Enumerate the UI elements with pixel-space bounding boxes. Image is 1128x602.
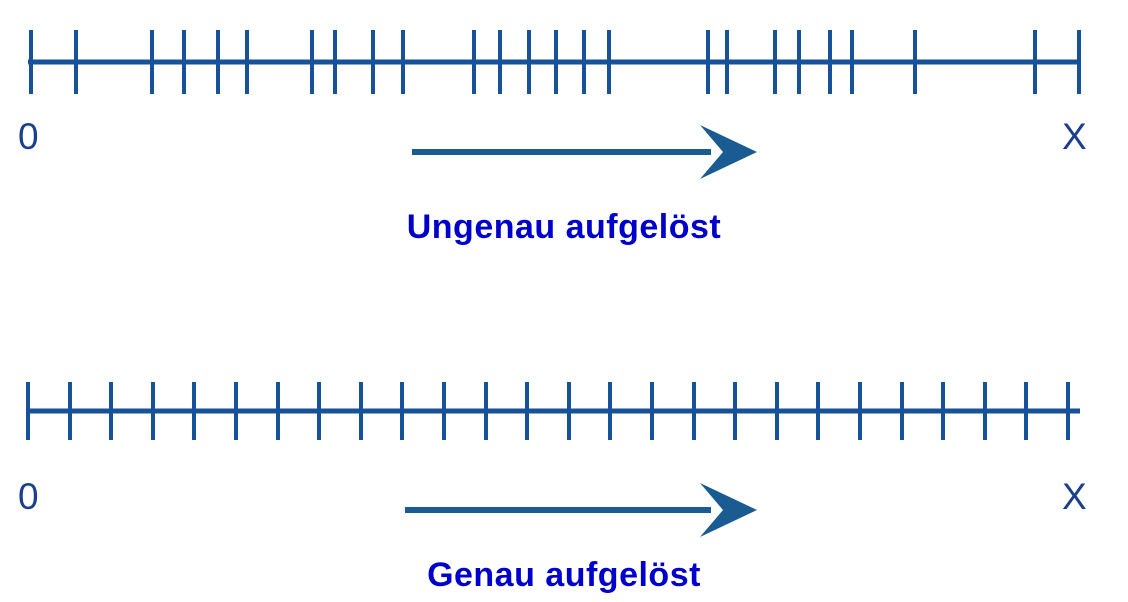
arrow-head — [700, 483, 757, 537]
ruler-fine — [0, 350, 1128, 530]
axis-origin-label-fine: 0 — [18, 476, 39, 517]
ruler-coarse-svg — [28, 30, 1081, 94]
direction-arrow-fine — [390, 483, 790, 545]
caption-coarse: Ungenau aufgelöst — [406, 208, 722, 246]
axis-end-label-coarse: X — [1062, 116, 1087, 157]
axis-end-label-fine: X — [1062, 476, 1087, 517]
axis-origin-label-coarse: 0 — [18, 116, 39, 157]
direction-arrow-coarse — [390, 125, 790, 185]
caption-fine: Genau aufgelöst — [427, 556, 701, 594]
ruler-fine-svg — [26, 382, 1080, 440]
arrow-head — [700, 125, 757, 179]
ruler-coarse — [0, 0, 1128, 180]
